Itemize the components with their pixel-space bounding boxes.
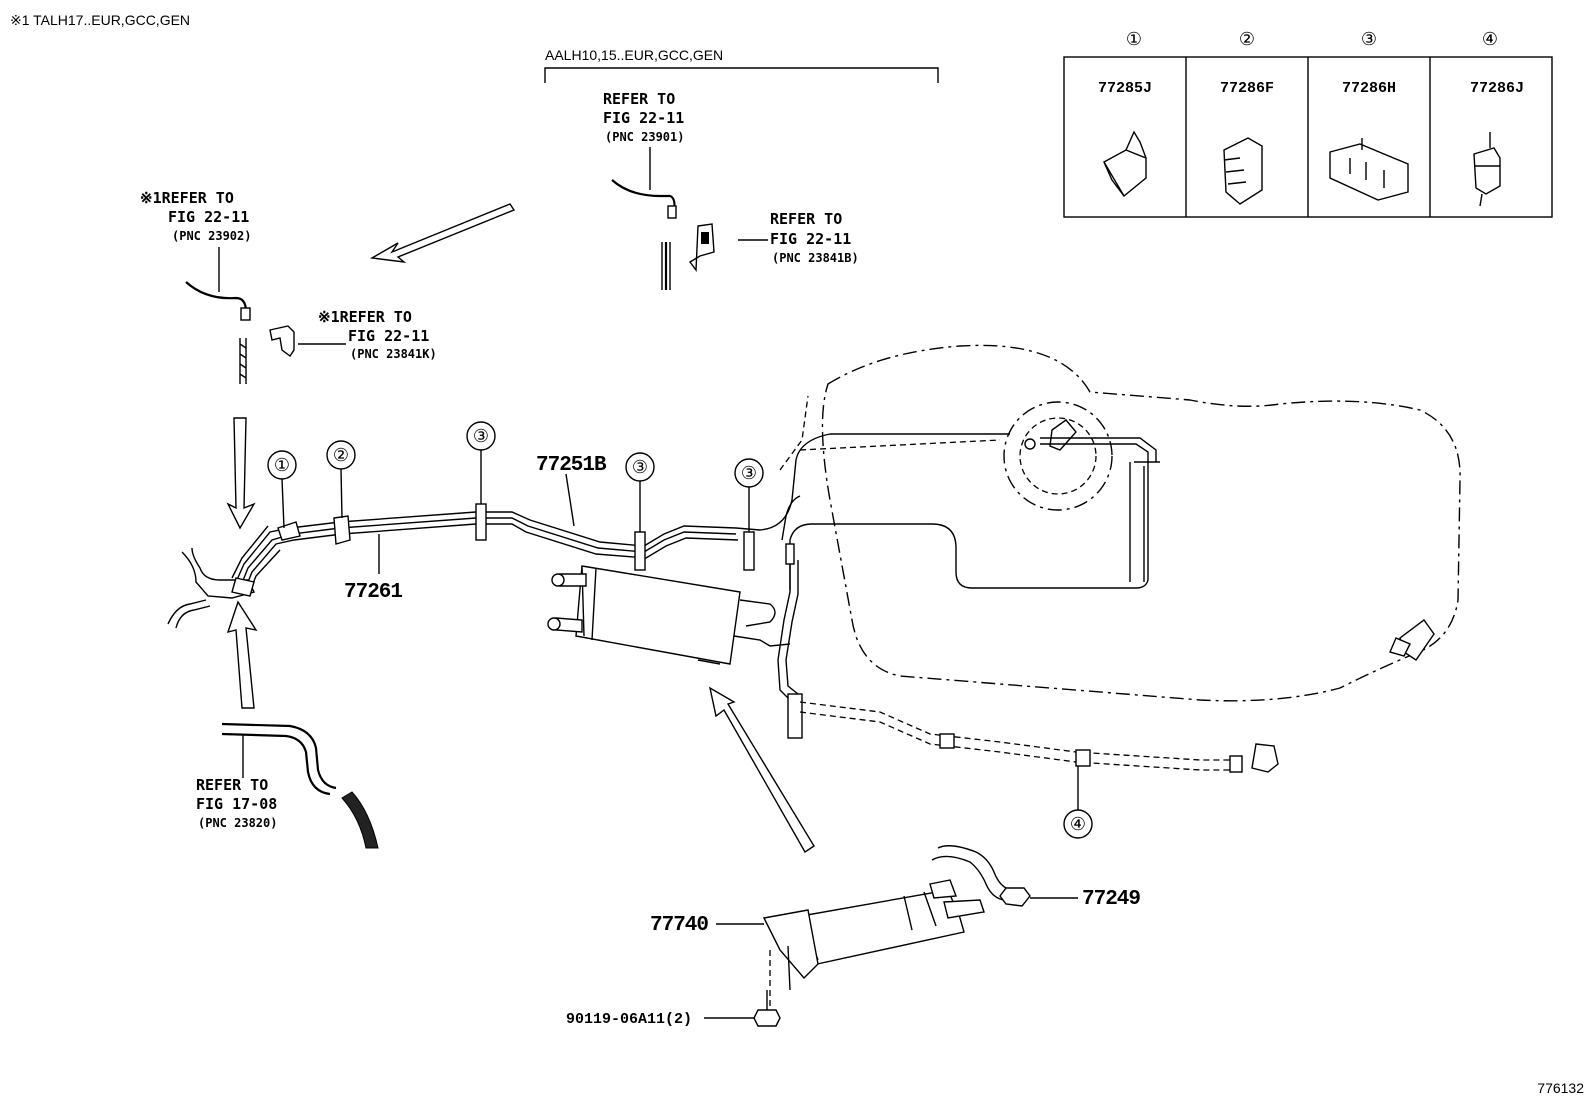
svg-text:FIG 22-11: FIG 22-11 bbox=[770, 230, 851, 248]
svg-text:※1REFER TO: ※1REFER TO bbox=[318, 308, 412, 326]
svg-text:77740: 77740 bbox=[650, 914, 708, 937]
svg-text:③: ③ bbox=[632, 457, 648, 477]
svg-text:④: ④ bbox=[1070, 814, 1086, 834]
legend-part-77285j: 77285J bbox=[1098, 80, 1152, 97]
clip-77285j-icon bbox=[1103, 130, 1147, 198]
svg-text:REFER TO: REFER TO bbox=[770, 210, 842, 228]
svg-text:①: ① bbox=[274, 455, 290, 475]
svg-text:(PNC 23841K): (PNC 23841K) bbox=[350, 347, 437, 361]
svg-text:90119-06A11(2): 90119-06A11(2) bbox=[566, 1011, 692, 1028]
svg-text:(PNC 23820): (PNC 23820) bbox=[198, 816, 277, 830]
callout-3-b: ③ bbox=[625, 452, 655, 532]
legend-part-77286h: 77286H bbox=[1342, 80, 1396, 97]
legend-ref-3: ③ bbox=[1361, 29, 1377, 49]
figure-id: 776132 bbox=[1537, 1080, 1584, 1096]
clip-77286f-icon bbox=[1223, 137, 1263, 205]
callout-4: ④ bbox=[1063, 766, 1093, 839]
charcoal-canister-upper bbox=[547, 565, 791, 665]
callout-3-a: ③ bbox=[466, 421, 496, 504]
svg-text:FIG 22-11: FIG 22-11 bbox=[348, 327, 429, 345]
tank-vent-tubes bbox=[781, 437, 1160, 590]
clip-77286h-icon bbox=[1329, 138, 1409, 201]
label-77251b: 77251B bbox=[536, 454, 608, 527]
svg-text:77261: 77261 bbox=[344, 581, 402, 604]
label-77249: 77249 bbox=[1030, 888, 1141, 911]
hose-77249 bbox=[931, 845, 1031, 907]
legend-ref-1: ① bbox=[1126, 29, 1142, 49]
svg-text:(PNC 23841B): (PNC 23841B) bbox=[772, 251, 859, 265]
label-77740: 77740 bbox=[650, 914, 764, 937]
label-77261: 77261 bbox=[344, 534, 403, 604]
legend-part-77286j: 77286J bbox=[1470, 80, 1524, 97]
svg-text:②: ② bbox=[333, 445, 349, 465]
legend-table: ① ② ③ ④ 77285J 77286F 77286H 77286J bbox=[1063, 29, 1553, 218]
svg-text:77251B: 77251B bbox=[536, 454, 607, 477]
ref-fig-17-08-23820: REFER TO FIG 17-08 (PNC 23820) bbox=[196, 722, 379, 849]
charcoal-canister-77740 bbox=[762, 879, 985, 1010]
main-fuel-line bbox=[167, 433, 1010, 739]
svg-text:FIG 22-11: FIG 22-11 bbox=[603, 109, 684, 127]
ref-fig-22-11-23841b: REFER TO FIG 22-11 (PNC 23841B) bbox=[688, 210, 859, 272]
legend-ref-4: ④ bbox=[1482, 29, 1498, 49]
svg-text:(PNC 23901): (PNC 23901) bbox=[605, 130, 684, 144]
arrow-upper-left bbox=[369, 203, 516, 263]
svg-text:FIG 17-08: FIG 17-08 bbox=[196, 795, 277, 813]
fuel-tank-outline bbox=[779, 344, 1461, 702]
svg-text:77249: 77249 bbox=[1082, 888, 1140, 911]
svg-text:※1REFER TO: ※1REFER TO bbox=[140, 189, 234, 207]
legend-part-77286f: 77286F bbox=[1220, 80, 1274, 97]
svg-text:FIG 22-11: FIG 22-11 bbox=[168, 208, 249, 226]
callout-2: ② bbox=[326, 440, 356, 519]
arrow-up bbox=[226, 600, 258, 709]
bolt-90119 bbox=[753, 990, 781, 1027]
legend-ref-2: ② bbox=[1239, 29, 1255, 49]
label-90119: 90119-06A11(2) bbox=[566, 1011, 754, 1028]
svg-text:③: ③ bbox=[741, 463, 757, 483]
variant-note: ※1 TALH17..EUR,GCC,GEN bbox=[10, 12, 190, 28]
aalh-note: AALH10,15..EUR,GCC,GEN bbox=[545, 47, 723, 63]
svg-text:(PNC 23902): (PNC 23902) bbox=[172, 229, 251, 243]
arrow-down bbox=[226, 417, 256, 530]
arrow-diagonal-up bbox=[708, 686, 815, 853]
ref-fig-22-11-23841k: ※1REFER TO FIG 22-11 (PNC 23841K) bbox=[269, 308, 437, 361]
rear-vent-line bbox=[799, 701, 1279, 773]
ref-fig-22-11-23901: REFER TO FIG 22-11 (PNC 23901) bbox=[603, 90, 684, 290]
svg-text:③: ③ bbox=[473, 426, 489, 446]
aalh-bracket: AALH10,15..EUR,GCC,GEN bbox=[544, 47, 939, 83]
svg-text:REFER TO: REFER TO bbox=[196, 776, 268, 794]
svg-text:REFER TO: REFER TO bbox=[603, 90, 675, 108]
ref-fig-22-11-23902: ※1REFER TO FIG 22-11 (PNC 23902) bbox=[140, 189, 251, 384]
clip-77286j-icon bbox=[1473, 132, 1501, 207]
callout-3-c: ③ bbox=[734, 458, 764, 532]
callout-1: ① bbox=[267, 450, 297, 529]
